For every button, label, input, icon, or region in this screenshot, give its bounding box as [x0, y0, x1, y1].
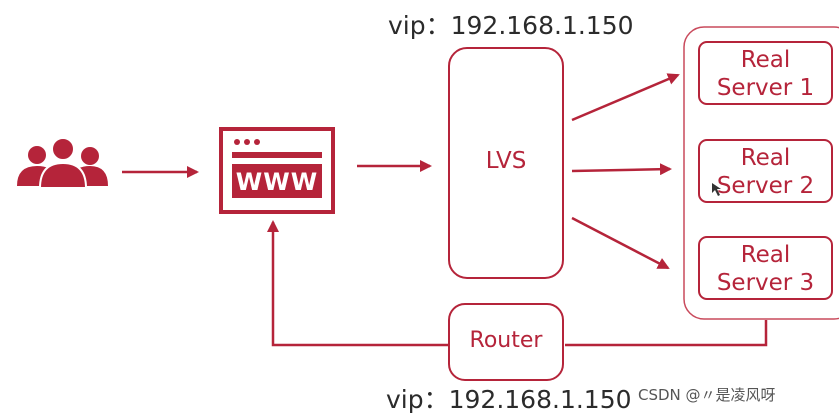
lvs-label: LVS [485, 148, 527, 174]
server-label-3-line2: Server 3 [716, 270, 815, 296]
server-label-1-line2: Server 1 [716, 75, 815, 101]
server-label-2-line1: Real [740, 145, 791, 171]
server-box-3 [698, 236, 833, 300]
arrow-lvs-to-server-2 [571, 163, 672, 176]
browser-window-icon: WWW [219, 127, 335, 214]
vip-label-bottom: vip：192.168.1.150 [386, 385, 632, 414]
cursor-icon [712, 183, 721, 196]
router-label: Router [469, 328, 543, 353]
server-label-1-line1: Real [740, 47, 791, 73]
server-label-2: Real Server 2 [699, 144, 832, 200]
arrow-lvs-to-server-3 [571, 216, 670, 270]
users-icon [17, 137, 108, 189]
lvs-box [448, 47, 564, 279]
arrow-lvs-to-server-1 [571, 73, 680, 122]
server-label-1: Real Server 1 [699, 46, 832, 102]
return-line-router-to-www [267, 220, 449, 347]
server-box-1 [698, 41, 833, 105]
server-label-2-line2: Server 2 [716, 173, 815, 199]
return-line-servers-to-router [565, 320, 768, 347]
vip-label-top: vip：192.168.1.150 [388, 11, 634, 40]
router-box [448, 303, 564, 381]
server-label-3-line1: Real [740, 242, 791, 268]
www-label: WWW [236, 168, 318, 196]
server-box-2 [698, 139, 833, 203]
server-label-3: Real Server 3 [699, 241, 832, 297]
watermark-text: CSDN @〃是凌风呀 [638, 386, 776, 404]
